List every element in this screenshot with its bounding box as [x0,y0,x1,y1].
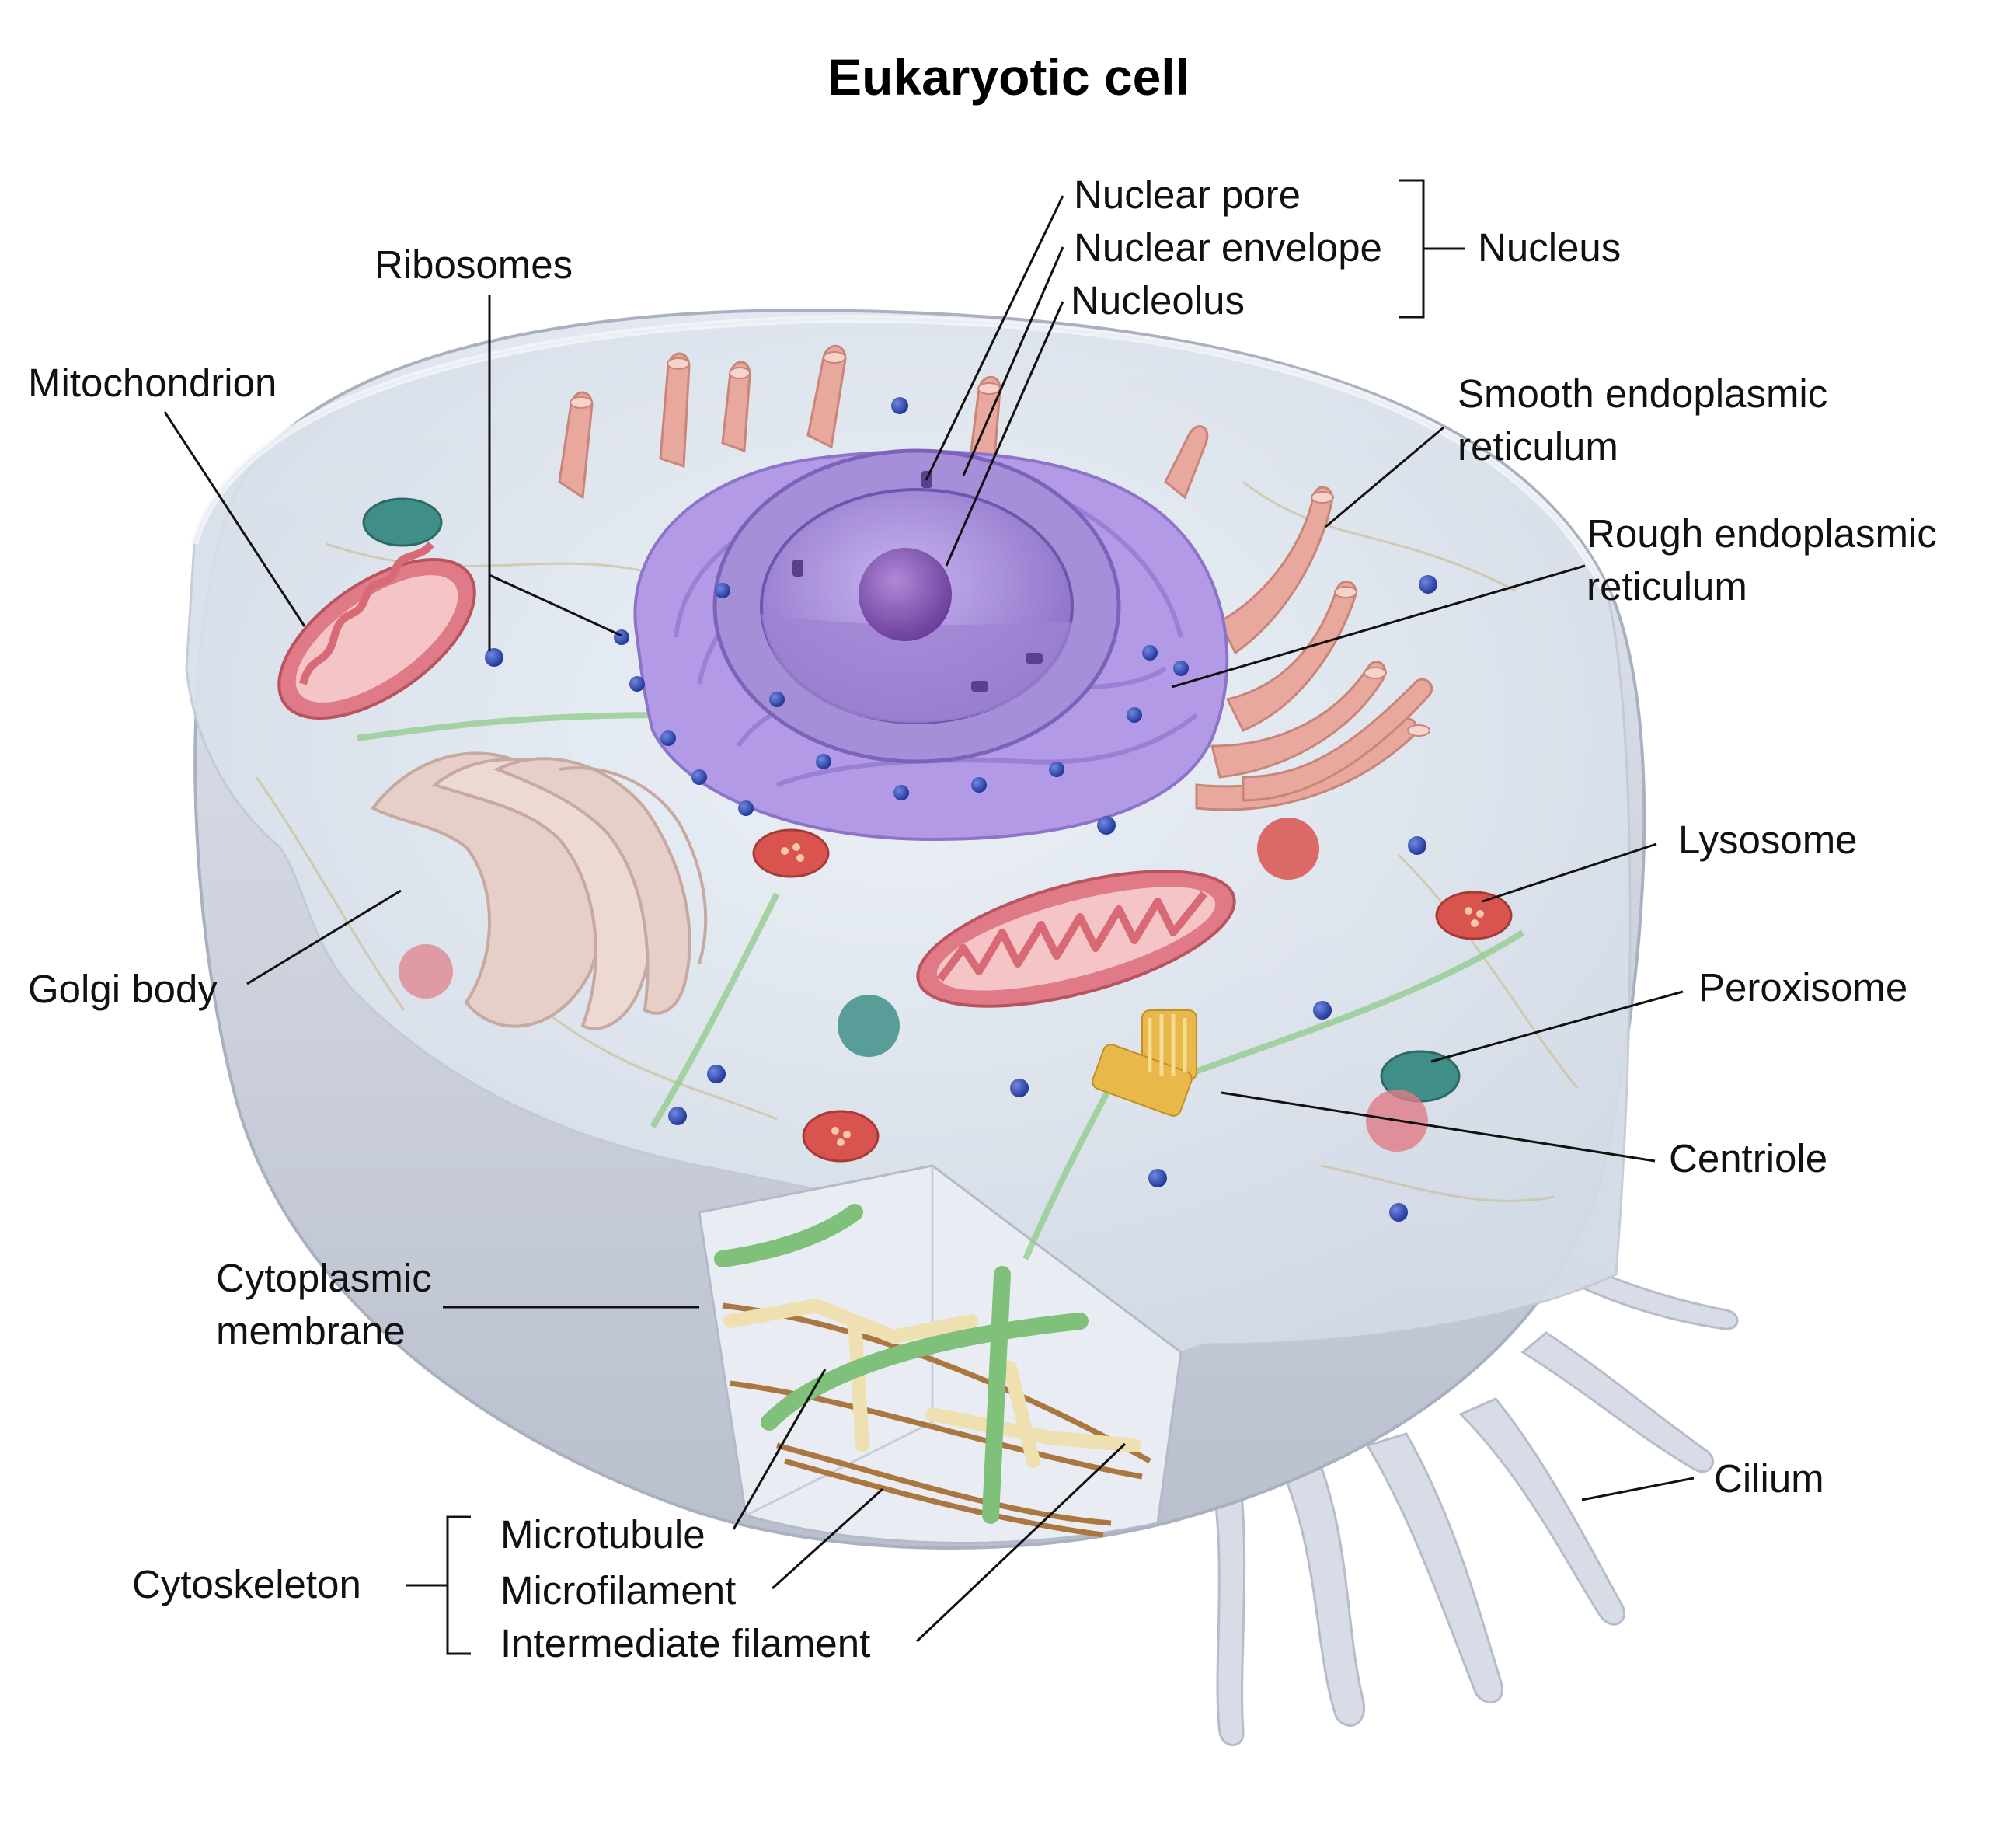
mitochondrion-center [916,870,1236,1008]
leader-lines [163,179,1695,1655]
label-cytoplasmic-membrane-line1: Cytoplasmic [216,1256,432,1300]
nucleus [712,448,1121,764]
label-cytoplasmic-membrane-line2: membrane [216,1309,406,1353]
lysosomes [752,828,1513,1163]
label-rough-er-line2: reticulum [1587,564,1747,608]
label-microtubule: Microtubule [500,1512,705,1557]
label-intermediate-filament: Intermediate filament [500,1621,870,1665]
cytoplasm-filaments [255,480,1579,1202]
smooth-endoplasmic-reticulum [558,344,1433,811]
smooth-er-openings [570,351,1430,737]
label-mitochondrion: Mitochondrion [28,361,277,405]
microtubule-lines [714,1204,1089,1524]
label-golgi-body: Golgi body [28,967,218,1011]
cytoskeleton-cutaway [698,1164,1183,1544]
ribosomes [485,397,1437,1222]
cell-body [185,309,1739,1746]
peroxisomes [362,497,1461,1103]
label-lysosome: Lysosome [1678,818,1858,862]
mitochondrion-left [277,541,476,720]
label-nuclear-envelope: Nuclear envelope [1074,225,1382,270]
label-centriole: Centriole [1669,1136,1827,1180]
label-cytoskeleton: Cytoskeleton [132,1562,361,1606]
golgi-body [370,751,708,1030]
diagram-title: Eukaryotic cell [827,48,1190,106]
centriole [1092,1009,1197,1117]
label-smooth-er-line2: reticulum [1458,424,1618,469]
label-peroxisome: Peroxisome [1698,965,1907,1009]
intermediate-filament-lines [723,1298,1141,1468]
label-nucleus: Nucleus [1478,225,1621,270]
label-nuclear-pore: Nuclear pore [1074,173,1301,217]
label-cilium: Cilium [1714,1456,1824,1501]
label-rough-er-line1: Rough endoplasmic [1587,511,1937,556]
label-smooth-er-line1: Smooth endoplasmic [1458,371,1827,416]
label-microfilament: Microfilament [500,1568,736,1613]
microfilament-lines [722,1302,1151,1538]
label-nucleolus: Nucleolus [1071,278,1245,323]
cilia [1210,1253,1739,1746]
lysosome-contents [781,843,1484,1146]
label-ribosomes: Ribosomes [374,242,573,287]
nucleolus-body [859,548,952,641]
